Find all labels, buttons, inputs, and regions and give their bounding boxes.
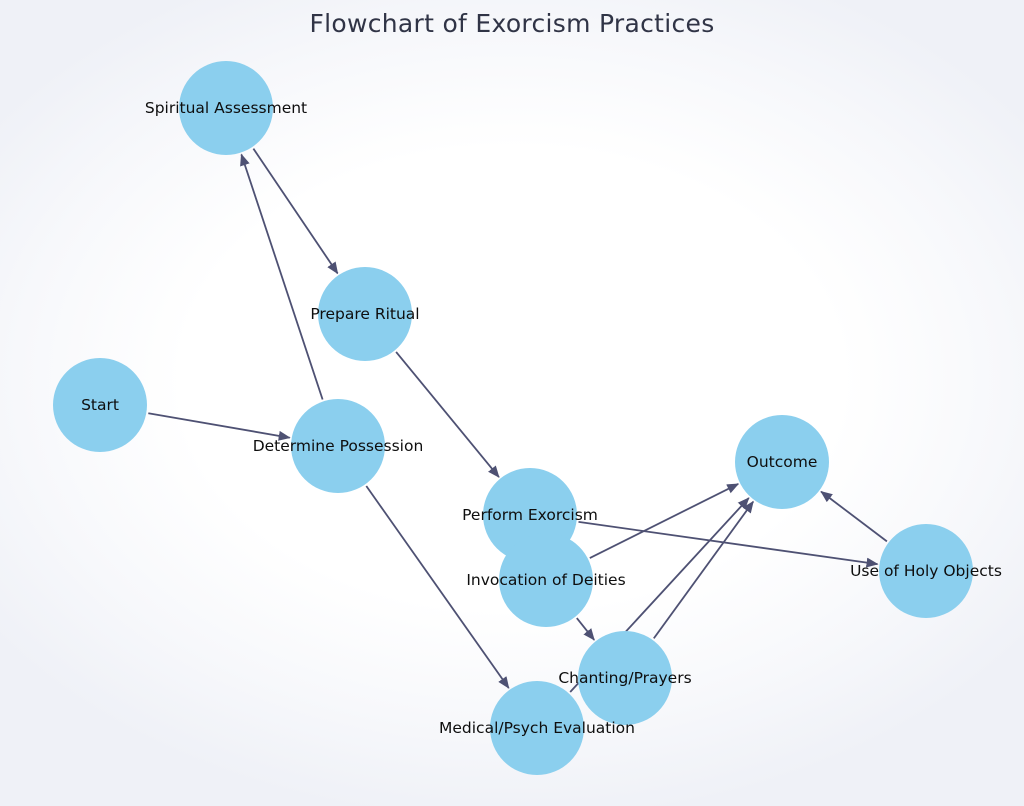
node-label-outcome: Outcome <box>747 453 818 471</box>
node-invocation-of-deities <box>499 533 593 627</box>
chart-title: Flowchart of Exorcism Practices <box>309 9 715 38</box>
edge-invocation-of-deities-to-outcome <box>589 483 740 559</box>
node-label-use-of-holy-objects: Use of Holy Objects <box>850 562 1002 580</box>
node-chanting-prayers <box>578 631 672 725</box>
edges-layer <box>148 148 888 693</box>
node-outcome <box>735 415 829 509</box>
edge-invocation-of-deities-to-chanting-prayers <box>576 617 595 641</box>
edge-determine-possession-to-spiritual-assessment <box>240 153 324 400</box>
node-label-start: Start <box>81 396 119 414</box>
edge-start-to-determine-possession <box>148 412 291 441</box>
node-label-perform-exorcism: Perform Exorcism <box>462 506 598 524</box>
node-use-of-holy-objects <box>879 524 973 618</box>
node-start <box>53 358 147 452</box>
node-label-chanting-prayers: Chanting/Prayers <box>558 669 691 687</box>
node-medical-psych-evaluation <box>490 681 584 775</box>
node-label-prepare-ritual: Prepare Ritual <box>310 305 419 323</box>
node-determine-possession <box>291 399 385 493</box>
node-label-medical-psych-evaluation: Medical/Psych Evaluation <box>439 719 635 737</box>
node-label-spiritual-assessment: Spiritual Assessment <box>145 99 307 117</box>
edge-use-of-holy-objects-to-outcome <box>820 490 888 543</box>
edge-spiritual-assessment-to-prepare-ritual <box>252 148 339 275</box>
edge-chanting-prayers-to-outcome <box>653 500 754 639</box>
edge-perform-exorcism-to-use-of-holy-objects <box>578 521 879 568</box>
edge-prepare-ritual-to-perform-exorcism <box>395 351 500 478</box>
node-label-determine-possession: Determine Possession <box>253 437 424 455</box>
node-spiritual-assessment <box>179 61 273 155</box>
edge-determine-possession-to-medical-psych-evaluation <box>365 485 510 689</box>
node-label-invocation-of-deities: Invocation of Deities <box>466 571 625 589</box>
node-prepare-ritual <box>318 267 412 361</box>
nodes-layer <box>53 61 973 775</box>
